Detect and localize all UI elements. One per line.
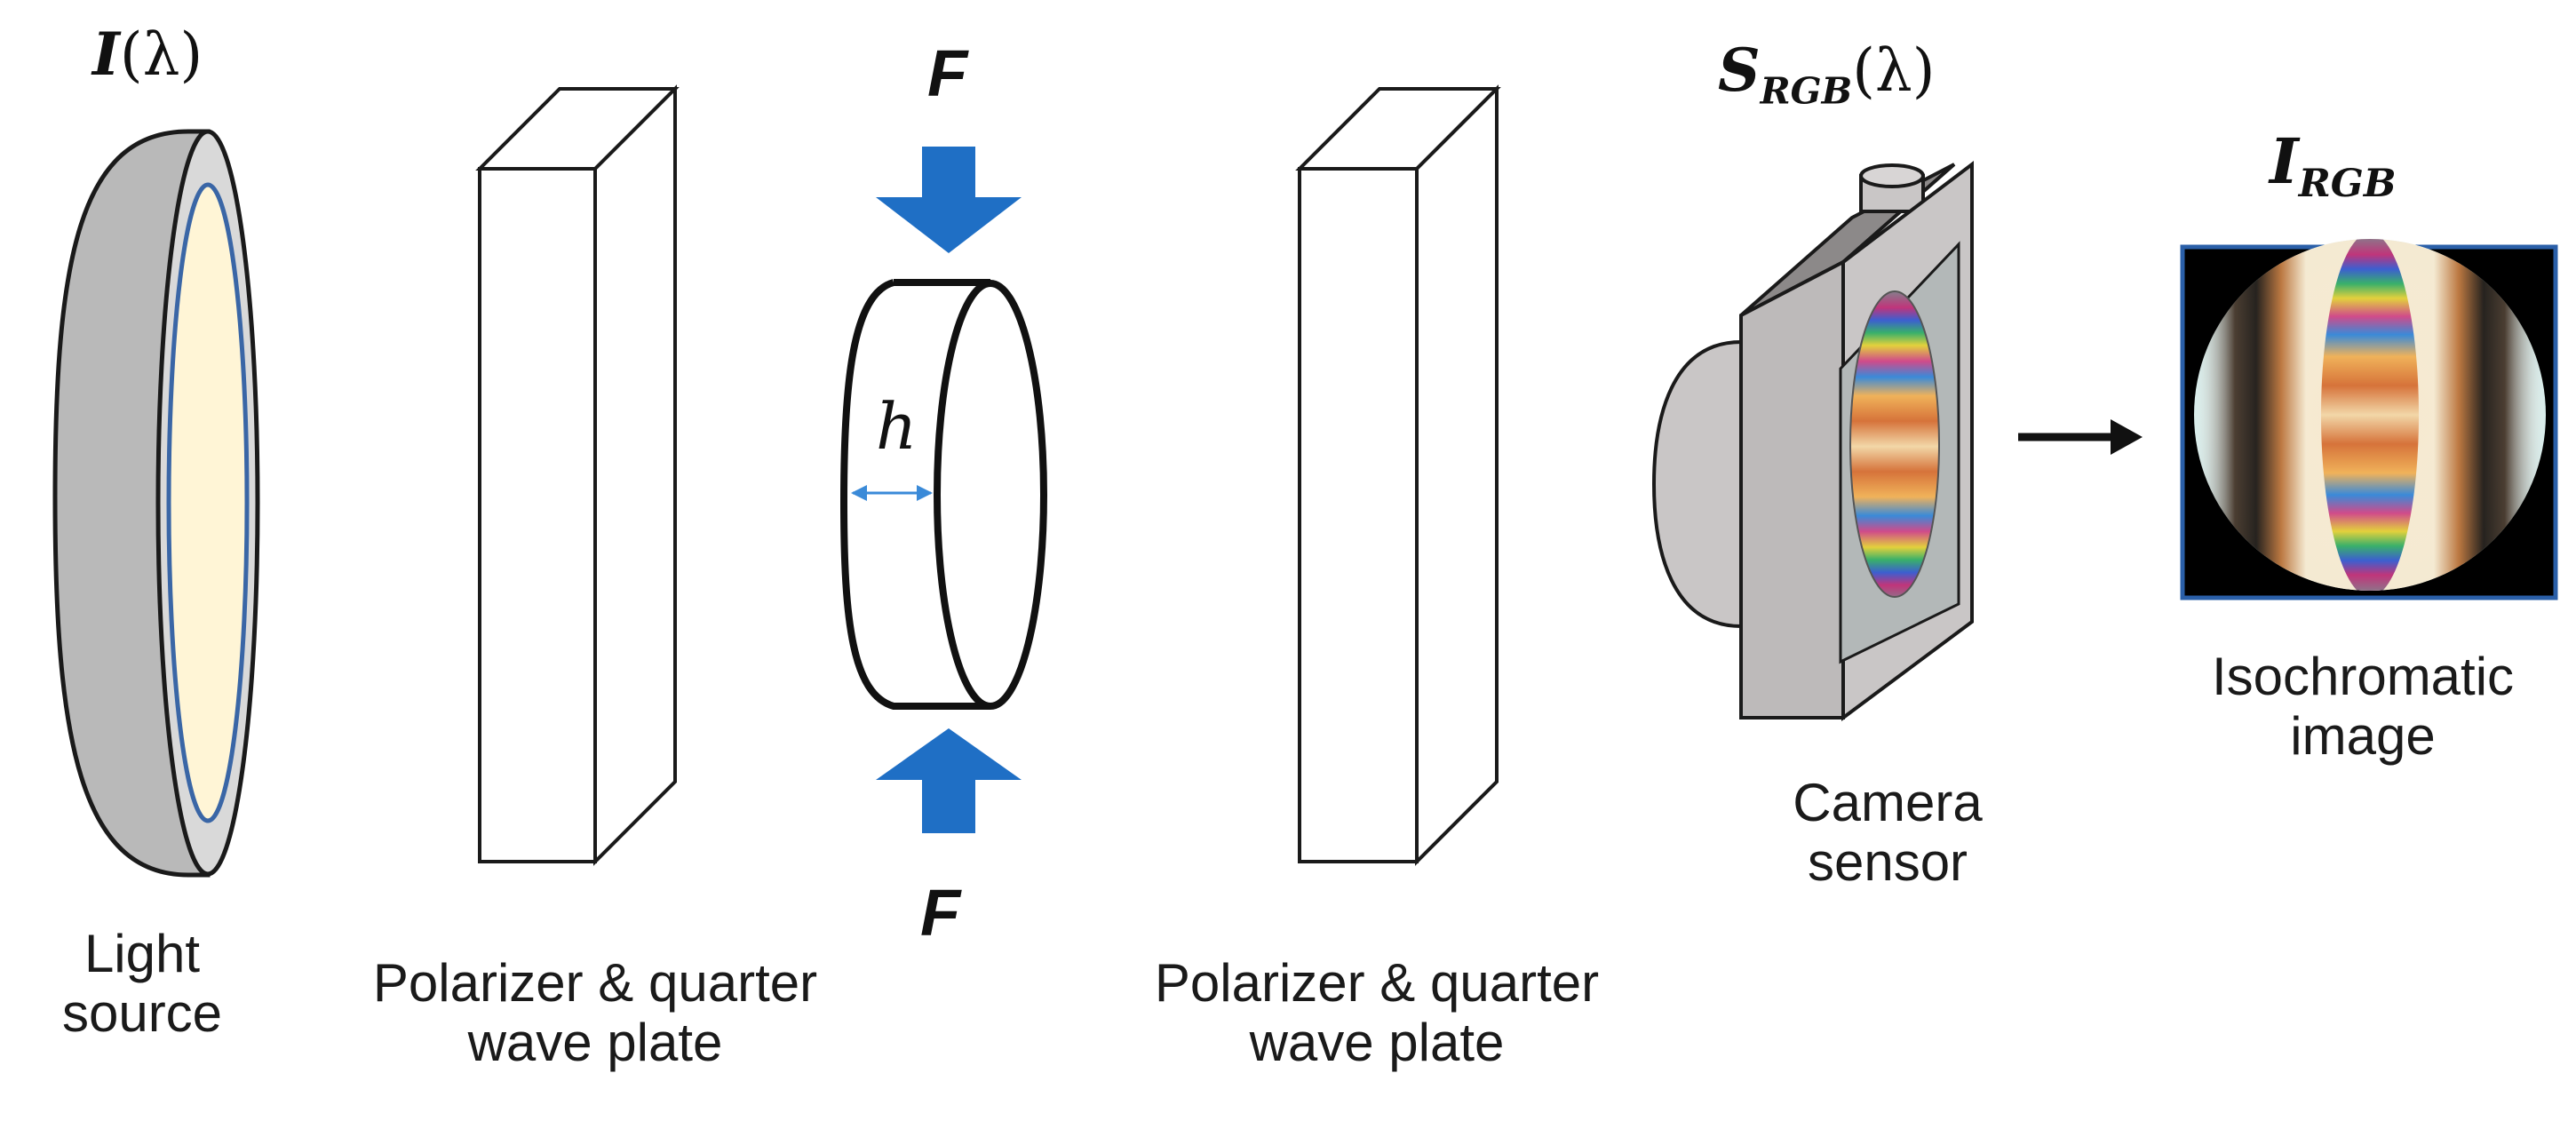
sensor-fringe-preview: [1850, 291, 1939, 597]
source-intensity-symbol: I(λ): [92, 20, 203, 89]
isochromatic-image-label: Isochromatic image: [2211, 647, 2515, 767]
force-arrow-bottom: [876, 728, 1022, 833]
camera-sensitivity-symbol: SRGB(λ): [1718, 36, 1936, 112]
camera-sensor-label: Camera sensor: [1793, 773, 1983, 893]
symbol-S: S: [1718, 36, 1761, 105]
polarizer-right: [1295, 84, 1501, 866]
thickness-label: h: [876, 389, 918, 464]
polarizer-right-label: Polarizer & quarter wave plate: [1154, 953, 1600, 1073]
force-label-bottom: F: [920, 876, 961, 950]
specimen-disk: [839, 279, 1047, 710]
symbol-lambda-arg: (λ): [119, 20, 203, 89]
camera: [1651, 160, 1974, 721]
force-arrow-top: [876, 147, 1022, 253]
symbol-I-rgb: I: [2270, 124, 2299, 198]
isochromatic-image: [2180, 239, 2558, 600]
force-label-top: F: [927, 36, 968, 110]
symbol-S-subscript: RGB: [1760, 69, 1853, 113]
output-arrow: [2018, 419, 2143, 455]
symbol-I-rgb-subscript: RGB: [2298, 161, 2397, 207]
light-source-label: Light source: [61, 924, 223, 1044]
image-intensity-symbol: IRGB: [2270, 124, 2397, 206]
polarizer-left: [475, 84, 680, 866]
symbol-I: I: [92, 20, 120, 89]
symbol-S-lambda-arg: (λ): [1852, 36, 1936, 105]
light-source-disk: [52, 129, 260, 878]
polarizer-left-label: Polarizer & quarter wave plate: [372, 953, 818, 1073]
